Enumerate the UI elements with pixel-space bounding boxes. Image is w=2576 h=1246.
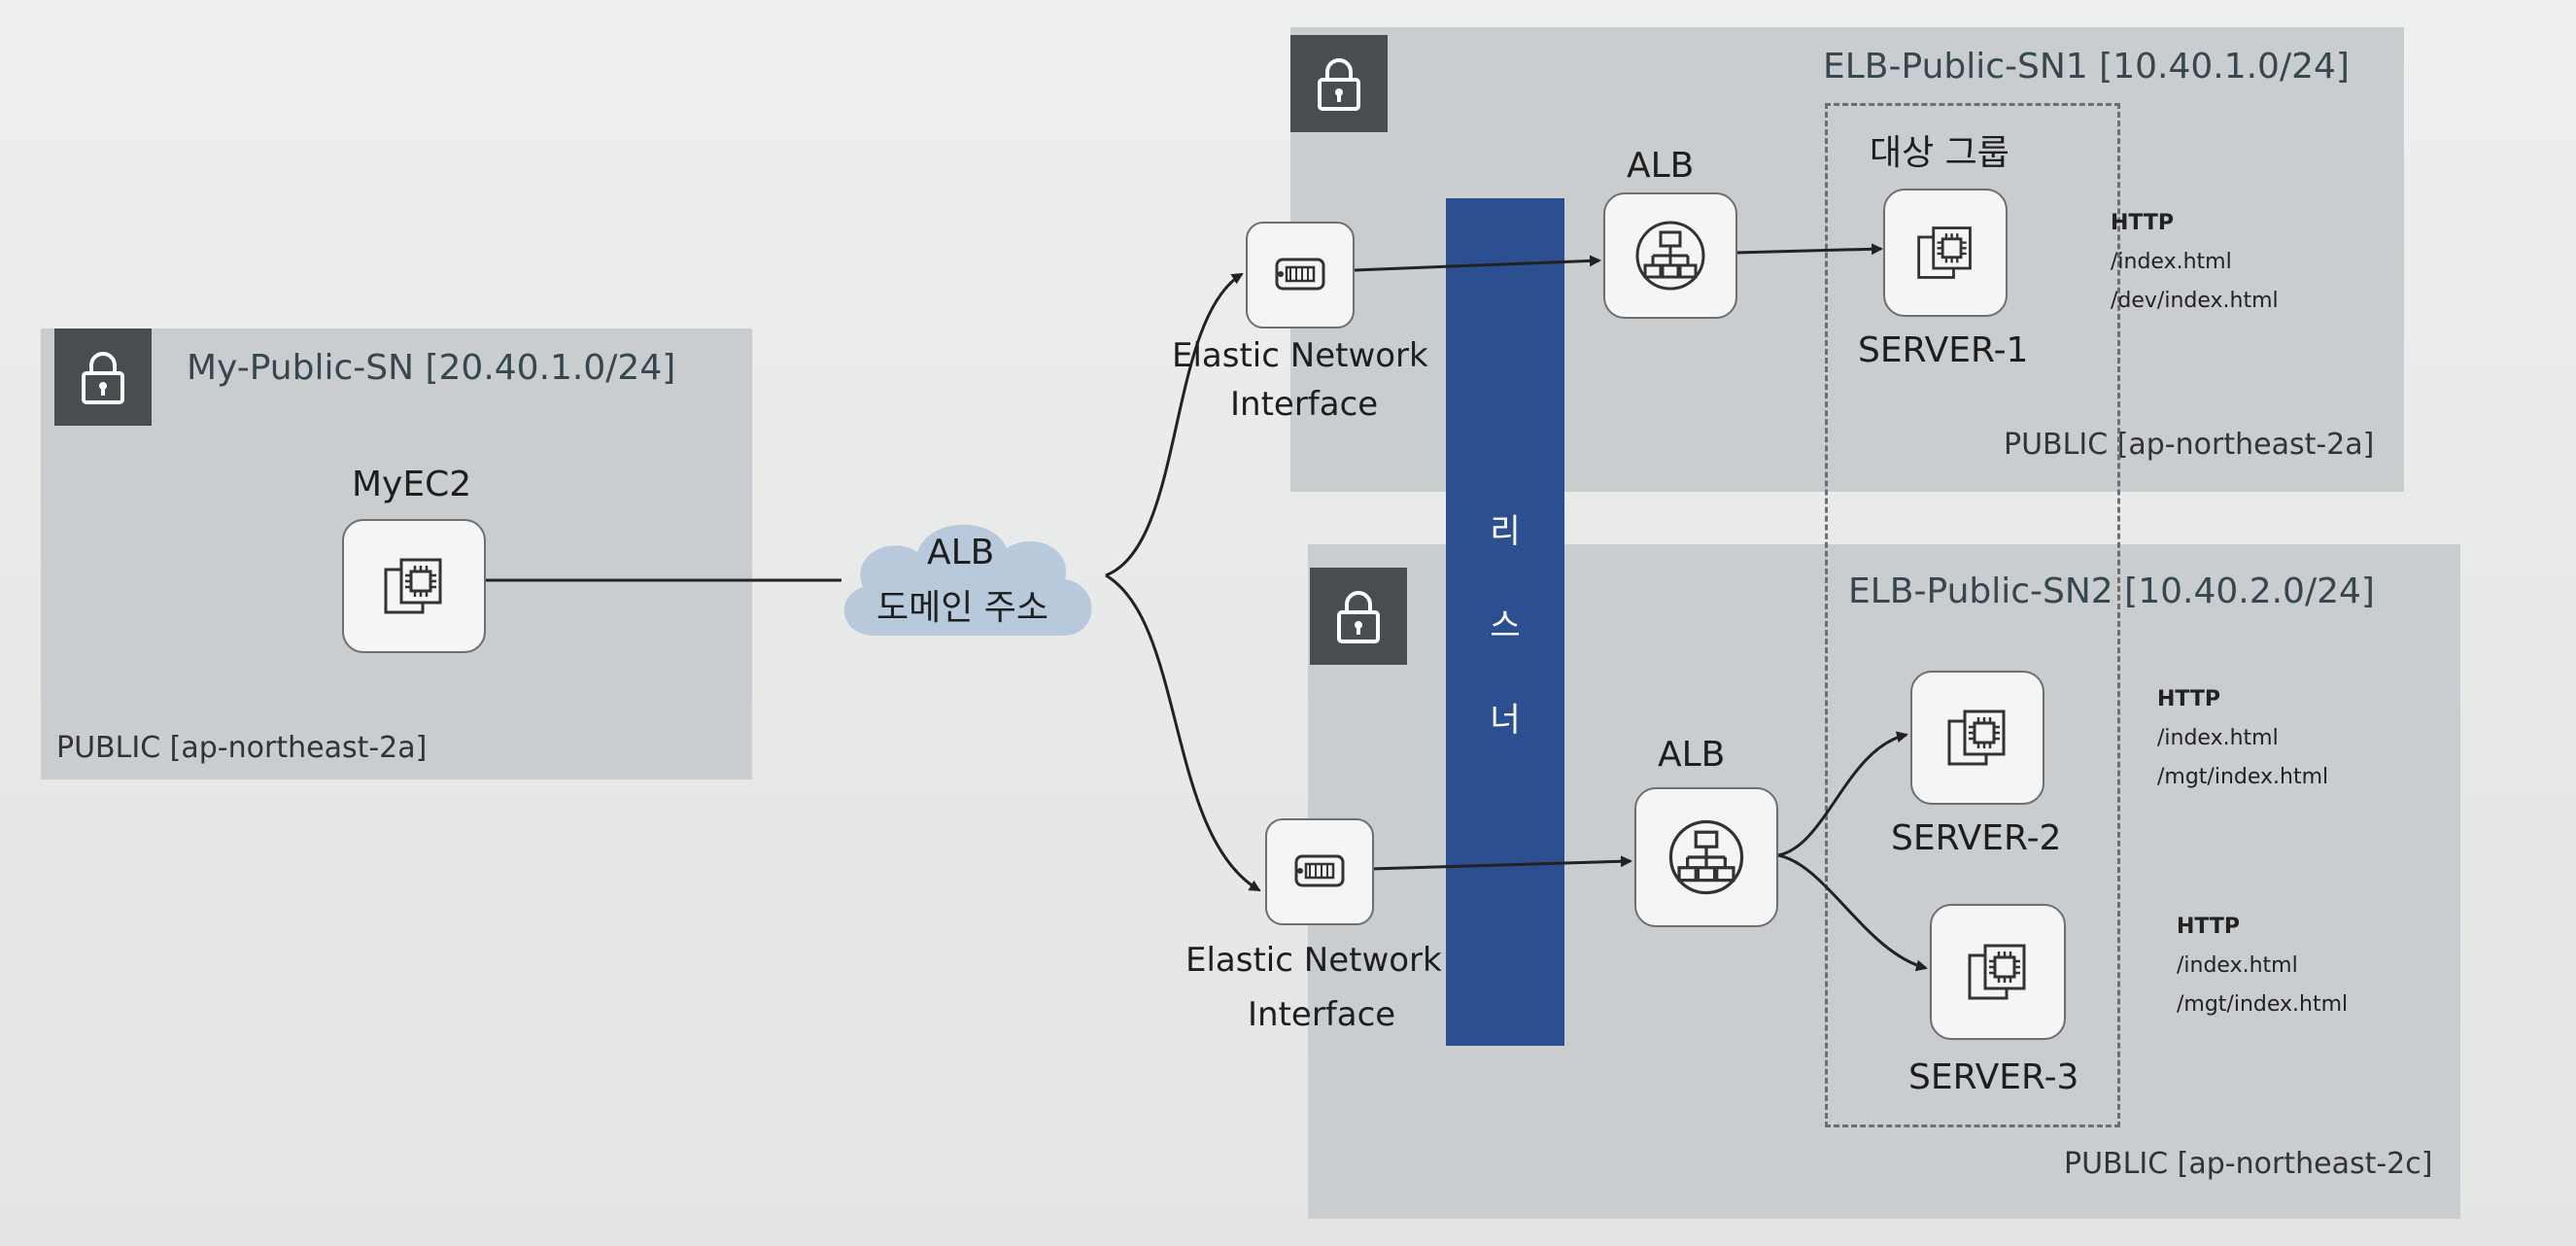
eni-1-label-line2: Interface [1230, 385, 1379, 424]
myec2-instance[interactable] [342, 519, 486, 653]
server-2-label: SERVER-2 [1891, 818, 2062, 858]
http-protocol: HTTP [2177, 915, 2241, 939]
eni-icon [1294, 854, 1345, 887]
eni-1[interactable] [1246, 222, 1355, 329]
eni-icon [1275, 258, 1325, 291]
alb-2-label: ALB [1658, 735, 1726, 775]
http-path: /index.html [2177, 953, 2298, 978]
cloud-label-line2: 도메인 주소 [876, 588, 1049, 628]
subnet-region: PUBLIC [ap-northeast-2c] [2064, 1147, 2433, 1181]
server-3[interactable] [1930, 904, 2066, 1040]
ec2-chip-icon [1947, 710, 2006, 766]
ec2-chip-icon [384, 558, 442, 614]
subnet-title: ELB-Public-SN2 [10.40.2.0/24] [1848, 571, 2375, 611]
http-path: /dev/index.html [2111, 289, 2279, 313]
http-path: /mgt/index.html [2157, 765, 2329, 789]
listener-char: 리 [1490, 511, 1521, 551]
lock-icon [1290, 35, 1388, 132]
eni-2[interactable] [1265, 818, 1374, 925]
server-2[interactable] [1910, 671, 2044, 805]
listener-char: 스 [1490, 606, 1521, 645]
alb-icon [1635, 221, 1705, 291]
subnet-title: My-Public-SN [20.40.1.0/24] [187, 348, 676, 388]
ec2-chip-icon [1968, 944, 2026, 1000]
target-group-label: 대상 그룹 [1870, 133, 2009, 173]
http-rules-server-2: HTTP /index.html /mgt/index.html [2157, 680, 2328, 797]
alb-1[interactable] [1603, 192, 1737, 319]
ec2-chip-icon [1917, 226, 1972, 279]
lock-icon [54, 329, 152, 426]
server-3-label: SERVER-3 [1908, 1057, 2079, 1097]
http-path: /index.html [2157, 726, 2279, 750]
http-rules-server-1: HTTP /index.html /dev/index.html [2111, 204, 2279, 321]
eni-2-label-line2: Interface [1248, 995, 1396, 1034]
subnet-region: PUBLIC [ap-northeast-2a] [2004, 428, 2375, 462]
eni-1-label-line1: Elastic Network [1172, 336, 1428, 375]
http-path: /index.html [2111, 250, 2232, 274]
listener-bar: 리 스 너 [1446, 198, 1564, 1046]
target-group-box [1825, 103, 2120, 1127]
server-1[interactable] [1883, 189, 2008, 317]
subnet-region: PUBLIC [ap-northeast-2a] [56, 731, 428, 765]
http-protocol: HTTP [2111, 211, 2175, 235]
server-1-label: SERVER-1 [1858, 330, 2029, 370]
alb-icon [1668, 819, 1744, 895]
alb-1-label: ALB [1627, 146, 1695, 186]
listener-char: 너 [1490, 700, 1521, 740]
http-path: /mgt/index.html [2177, 992, 2349, 1017]
alb-2[interactable] [1634, 787, 1778, 927]
lock-icon [1310, 568, 1407, 665]
eni-2-label-line1: Elastic Network [1185, 941, 1442, 980]
subnet-title: ELB-Public-SN1 [10.40.1.0/24] [1823, 47, 2350, 87]
cloud-label-line1: ALB [927, 533, 995, 572]
myec2-label: MyEC2 [352, 465, 472, 504]
cloud-icon [843, 524, 1092, 636]
http-protocol: HTTP [2157, 687, 2221, 711]
http-rules-server-3: HTTP /index.html /mgt/index.html [2177, 908, 2348, 1024]
